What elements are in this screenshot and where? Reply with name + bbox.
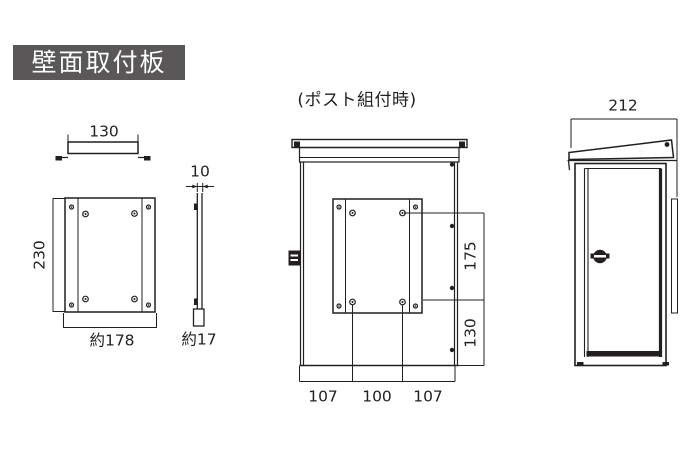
assembled-view-caption: (ポスト組付時) [297,90,417,111]
foot-mark [144,156,151,161]
mounting-holes [68,204,152,308]
bottom-rail [586,351,661,357]
foot-mark [577,362,584,366]
lock-knob-icon [590,249,610,264]
dim-arrow [192,184,198,189]
plate-top-view [55,134,151,161]
dim-plate-top-width: 130 [89,122,119,141]
foot-mark [662,362,669,366]
lid [568,139,675,161]
hook-mark [194,203,198,210]
dim-plate-side-depth: 約17 [181,330,217,349]
assembled-front-view [288,138,485,382]
rail-end-mark [459,141,465,148]
latch-knob-icon [288,250,300,266]
wall-plate-edge [671,198,678,314]
lid-front-lip [567,160,571,171]
bottom-dimension-lines [299,305,456,382]
dim-plate-front-width: 約178 [89,331,135,350]
dim-bottom-center: 100 [362,387,392,406]
dim-plate-side-thickness: 10 [190,162,210,181]
dim-arrow [202,184,208,189]
right-dimension-lines [404,212,485,366]
rivet-dots [449,162,455,353]
mounted-plate [332,198,423,314]
dim-bottom-right: 107 [413,387,443,406]
dim-post-depth: 212 [608,96,638,115]
post-side-view [567,118,678,367]
plate-front-view [52,197,157,328]
section-title-badge: 壁面取付板 [13,45,185,80]
foot-mark [55,156,62,161]
plate-side-view [186,183,214,327]
dim-bottom-left: 107 [308,387,338,406]
dim-bottom-offset: 130 [461,318,480,348]
dim-hole-pitch-vertical: 175 [461,241,480,271]
rail-end-mark [294,141,300,148]
hook-mark [194,298,198,305]
dim-plate-front-height: 230 [30,240,49,270]
lid-pivot-dot [664,142,670,147]
